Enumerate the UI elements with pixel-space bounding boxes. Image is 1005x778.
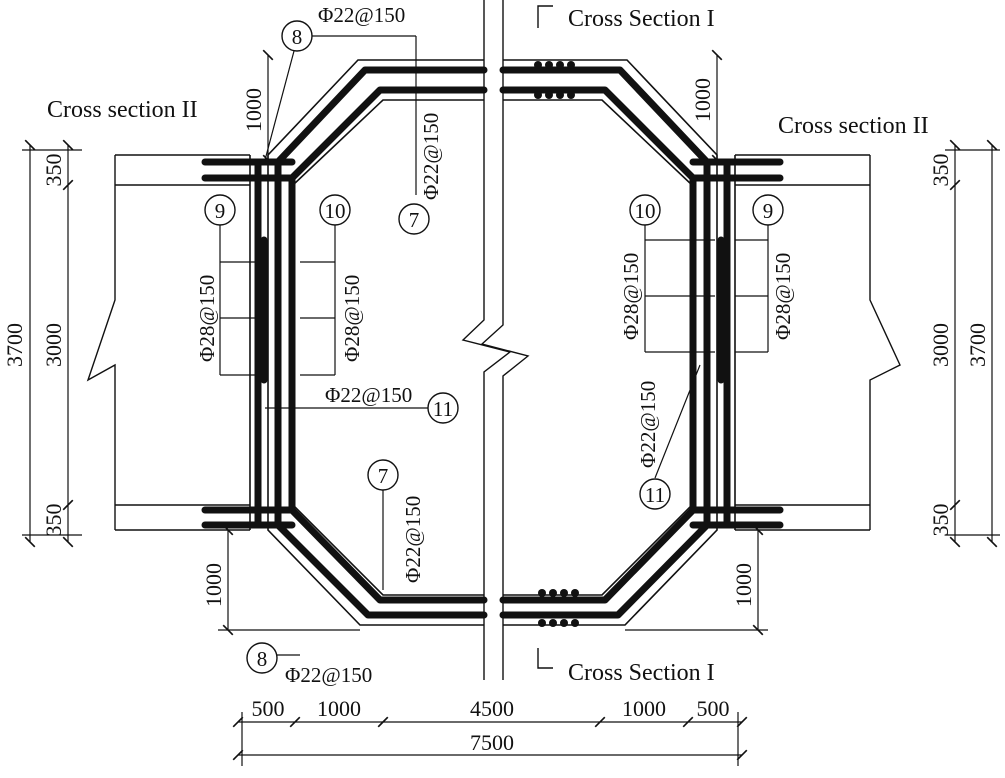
dim-right-total: 3700 <box>965 323 990 367</box>
dim-bottom-1: 500 <box>252 696 285 721</box>
callout-circle-10-left <box>319 194 351 226</box>
break-line <box>461 0 530 680</box>
rebar-spec-7-bottom: Φ22@150 <box>401 496 425 583</box>
callout-tag-7-bottom: 7 <box>378 464 389 488</box>
callout-circle-11-right <box>639 478 671 510</box>
callout-tag-9-right: 9 <box>763 199 774 223</box>
dim-left-top: 350 <box>41 154 66 187</box>
dim-right-top: 350 <box>928 154 953 187</box>
dim-bottom-total: 7500 <box>470 730 514 755</box>
section-label-cs2-left: Cross section II <box>47 97 198 123</box>
callout-tag-11-left: 11 <box>433 397 453 421</box>
dim-bottom-4: 1000 <box>622 696 666 721</box>
dim-right-mid: 3000 <box>928 323 953 367</box>
dim-chamfer-top-left: 1000 <box>241 88 266 132</box>
callout-tag-9-left: 9 <box>215 199 226 223</box>
callout-circle-7-top <box>398 203 430 235</box>
rebar-spec-10-right: Φ28@150 <box>619 253 643 340</box>
callout-circle-8-bottom <box>246 642 278 674</box>
callout-leaders <box>219 35 769 656</box>
dim-chamfer-top-right: 1000 <box>690 78 715 122</box>
dim-bottom-2: 1000 <box>317 696 361 721</box>
dim-bottom-5: 500 <box>697 696 730 721</box>
callout-circle-9-right <box>752 194 784 226</box>
rebar-cage <box>201 66 784 619</box>
callout-tag-7-top: 7 <box>409 208 420 232</box>
section-markers <box>537 5 553 669</box>
rebar-spec-11-right: Φ22@150 <box>636 381 660 468</box>
rebar-spec-11-left: Φ22@150 <box>325 383 412 407</box>
lap-splice-bars <box>534 61 579 627</box>
dim-left-bottom: 350 <box>41 504 66 537</box>
callout-circle-9-left <box>204 194 236 226</box>
dim-chamfer-bottom-left: 1000 <box>201 563 226 607</box>
dim-right-bottom: 350 <box>928 504 953 537</box>
dim-left-mid: 3000 <box>41 323 66 367</box>
right-slab <box>735 154 901 531</box>
rebar-spec-7-top: Φ22@150 <box>419 113 443 200</box>
callout-circle-11-left <box>427 392 459 424</box>
rebar-spec-8-top: Φ22@150 <box>318 3 405 27</box>
callout-tag-8-bottom: 8 <box>257 647 268 671</box>
rebar-spec-8-bottom: Φ22@150 <box>285 663 372 687</box>
section-label-cs2-right: Cross section II <box>778 113 929 139</box>
rebar-spec-10-left: Φ28@150 <box>340 275 364 362</box>
callout-circle-8-top <box>281 20 313 52</box>
callout-circle-7-bottom <box>367 459 399 491</box>
section-label-cs1-top: Cross Section I <box>568 6 715 32</box>
dimension-lines <box>22 49 1000 766</box>
callout-tag-10-right: 10 <box>635 199 656 223</box>
rebar-spec-9-right: Φ28@150 <box>771 253 795 340</box>
dim-left-total: 3700 <box>2 323 27 367</box>
callout-tag-10-left: 10 <box>325 199 346 223</box>
rebar-spec-9-left: Φ28@150 <box>195 275 219 362</box>
dim-bottom-3: 4500 <box>470 696 514 721</box>
callout-tag-8-top: 8 <box>292 25 303 49</box>
section-label-cs1-bottom: Cross Section I <box>568 660 715 686</box>
callout-tag-11-right: 11 <box>645 483 665 507</box>
dim-chamfer-bottom-right: 1000 <box>731 563 756 607</box>
callout-circle-10-right <box>629 194 661 226</box>
